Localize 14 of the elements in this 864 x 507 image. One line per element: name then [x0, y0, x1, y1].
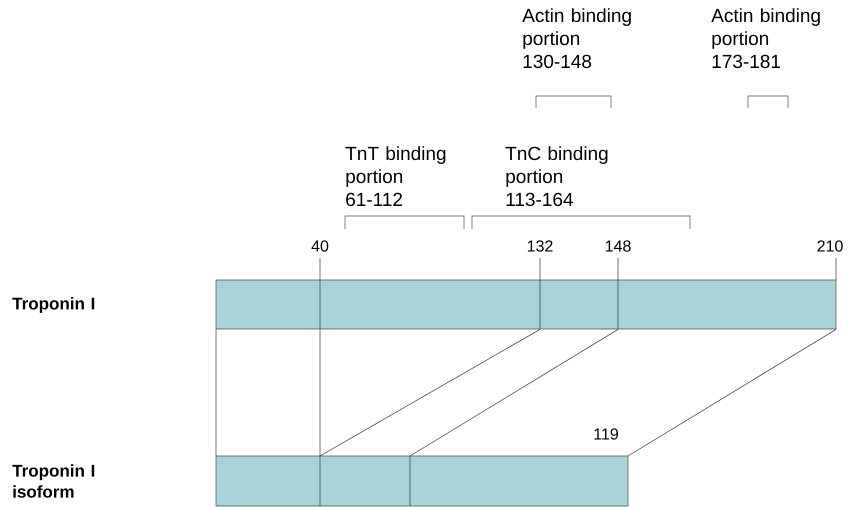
region-label: Actin binding portion 173-181 — [711, 8, 820, 68]
region-label: Actin binding portion 130-148 — [522, 8, 631, 68]
position-number: 148 — [606, 240, 631, 252]
protein-name: Troponin I — [12, 297, 94, 313]
region-label: TnT binding portion 61-112 — [346, 146, 446, 206]
mapping-line — [410, 329, 618, 456]
protein-name: Troponin I isoform — [12, 464, 94, 498]
position-number: 40 — [311, 240, 328, 252]
position-number: 210 — [817, 240, 843, 252]
region-label: TnC binding portion 113-164 — [506, 146, 608, 206]
position-number: 119 — [594, 428, 618, 440]
position-number: 132 — [528, 240, 553, 252]
mapping-line — [320, 329, 540, 456]
mapping-line — [628, 329, 836, 456]
